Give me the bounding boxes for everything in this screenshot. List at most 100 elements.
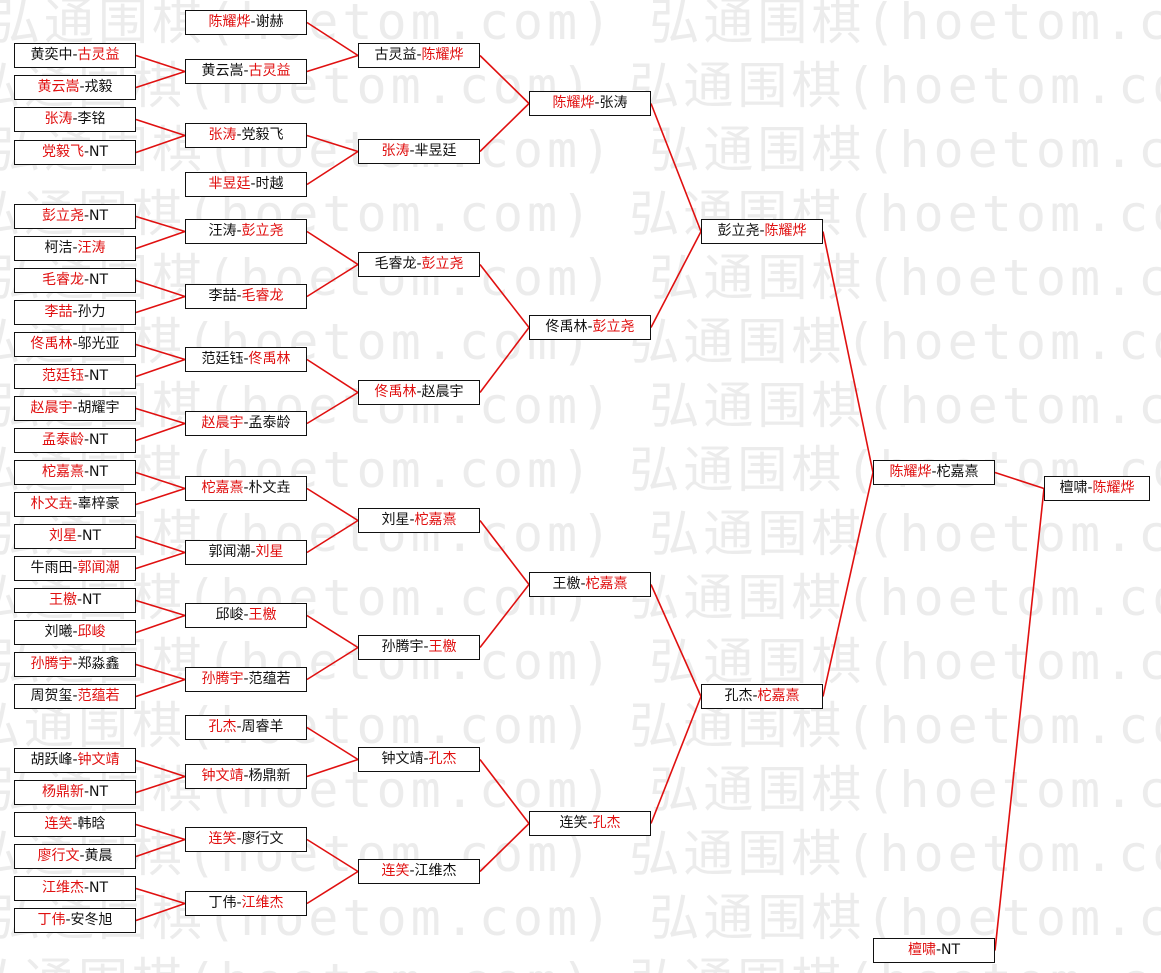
match-box: 刘星-柁嘉熹 [358, 508, 480, 533]
player-name: 黄晨 [84, 848, 113, 864]
bracket-connector-line [135, 551, 186, 570]
bracket-connector-line [479, 822, 530, 873]
player-name: 古灵益 [374, 47, 417, 63]
player-name: 王檄 [248, 607, 277, 623]
player-name: 陈耀烨 [208, 14, 251, 30]
match-separator: - [72, 240, 78, 256]
match-box: 连笑-孔杰 [529, 811, 651, 836]
match-box: 赵晨宇-胡耀宇 [14, 396, 136, 421]
match-separator: - [83, 144, 90, 160]
player-name: 佟禹林 [374, 384, 417, 400]
match-box: 牛雨田-郭闻潮 [14, 556, 136, 581]
bracket-connector-line [479, 54, 530, 105]
player-name: NT [89, 880, 109, 896]
match-box: 檀啸-NT [873, 938, 995, 963]
match-box: 李喆-孙力 [14, 300, 136, 325]
player-name: 钟文靖 [381, 751, 424, 767]
match-separator: - [79, 848, 85, 864]
bracket-connector-line [994, 471, 1045, 490]
player-name: 安冬旭 [70, 912, 113, 928]
player-name: 芈昱廷 [414, 143, 457, 159]
match-box: 范廷钰-佟禹林 [185, 347, 307, 372]
player-name: 柯洁 [44, 240, 73, 256]
player-name: 孔杰 [724, 688, 753, 704]
watermark-line: 弘通围棋(hoetom.com) 弘通围棋(hoetom.com) 弘通围棋(h… [0, 952, 1161, 973]
match-separator: - [250, 176, 256, 192]
player-name: 廖行文 [241, 831, 284, 847]
bracket-connector-line [306, 263, 359, 298]
match-separator: - [72, 336, 78, 352]
player-name: 张涛 [44, 111, 73, 127]
player-name: 柁嘉熹 [201, 480, 244, 496]
match-separator: - [72, 47, 78, 63]
match-box: 佟禹林-彭立尧 [529, 315, 651, 340]
player-name: 陈耀烨 [1092, 480, 1135, 496]
bracket-connector-line [306, 21, 359, 57]
match-box: 胡跃峰-钟文靖 [14, 748, 136, 773]
player-name: NT [82, 528, 102, 544]
match-box: 陈耀烨-谢赫 [185, 10, 307, 35]
bracket-connector-line [306, 54, 359, 73]
player-name: 陈耀烨 [764, 223, 807, 239]
bracket-connector-line [135, 663, 186, 681]
bracket-connector-line [306, 358, 359, 394]
player-name: 佟禹林 [30, 336, 73, 352]
bracket-connector-line [135, 471, 186, 490]
player-name: 刘曦 [44, 624, 73, 640]
bracket-connector-line [135, 759, 186, 778]
player-name: 孙腾宇 [201, 671, 244, 687]
player-name: 连笑 [559, 815, 588, 831]
player-name: 王檄 [428, 639, 457, 655]
bracket-connector-line [135, 118, 186, 137]
match-separator: - [243, 63, 249, 79]
player-name: 江维杰 [241, 895, 284, 911]
match-separator: - [423, 751, 429, 767]
player-name: 彭立尧 [241, 223, 284, 239]
player-name: 郭闻潮 [208, 544, 251, 560]
match-box: 丁伟-安冬旭 [14, 908, 136, 933]
bracket-connector-line [135, 775, 186, 794]
match-box: 孔杰-柁嘉熹 [701, 684, 823, 709]
match-box: 周贺玺-范蕴若 [14, 684, 136, 709]
player-name: 古灵益 [248, 63, 291, 79]
player-name: 毛睿龙 [374, 256, 417, 272]
match-box: 张涛-党毅飞 [185, 123, 307, 148]
player-name: 张涛 [208, 127, 237, 143]
match-box: 丁伟-江维杰 [185, 891, 307, 916]
bracket-connector-line [135, 215, 186, 233]
match-separator: - [243, 768, 249, 784]
match-separator: - [423, 639, 429, 655]
player-name: 连笑 [381, 863, 410, 879]
match-box: 王檄-NT [14, 588, 136, 613]
match-box: 孔杰-周睿羊 [185, 715, 307, 740]
player-name: 黄云嵩 [37, 79, 80, 95]
match-separator: - [587, 319, 593, 335]
match-box: 孙腾宇-郑淼鑫 [14, 652, 136, 677]
bracket-connector-line [306, 646, 359, 681]
bracket-connector-line [135, 678, 186, 698]
match-separator: - [83, 432, 90, 448]
player-name: 戎毅 [84, 79, 113, 95]
match-box: 张涛-芈昱廷 [358, 139, 480, 164]
bracket-connector-line [135, 614, 186, 634]
match-box: 黄云嵩-戎毅 [14, 75, 136, 100]
match-separator: - [72, 496, 78, 512]
player-name: 钟文靖 [201, 768, 244, 784]
player-name: 芈昱廷 [208, 176, 251, 192]
bracket-connector-line [135, 70, 186, 89]
bracket-connector-line [135, 279, 186, 298]
player-name: 王檄 [48, 592, 77, 608]
bracket-connector-line [306, 758, 359, 778]
player-name: 陈耀烨 [552, 95, 595, 111]
match-separator: - [83, 272, 90, 288]
player-name: NT [89, 208, 109, 224]
match-box: 杨鼎新-NT [14, 780, 136, 805]
match-separator: - [236, 831, 242, 847]
player-name: 时越 [255, 176, 284, 192]
player-name: 毛睿龙 [241, 288, 284, 304]
player-name: NT [89, 432, 109, 448]
bracket-connector-line [650, 231, 702, 328]
bracket-connector-line [479, 264, 530, 328]
player-name: 刘星 [381, 512, 410, 528]
match-box: 彭立尧-NT [14, 204, 136, 229]
